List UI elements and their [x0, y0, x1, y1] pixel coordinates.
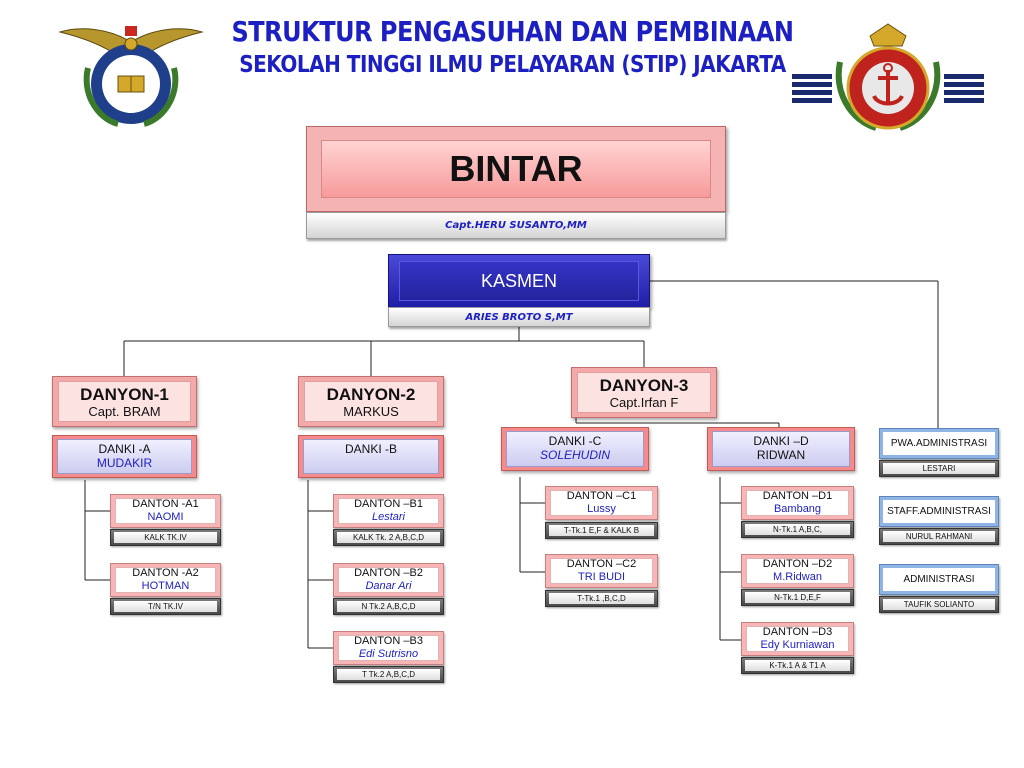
admin-box-3: ADMINISTRASI — [879, 564, 999, 595]
admin-name-3: TAUFIK SOLIANTO — [879, 596, 999, 613]
admin-title-1: PWA.ADMINISTRASI — [883, 432, 995, 455]
danton-c2-title: DANTON –C2 — [566, 558, 637, 570]
bintar-name: Capt.HERU SUSANTO,MM — [445, 220, 587, 231]
danki-a-title: DANKI -A — [98, 442, 151, 456]
danton-b3-title: DANTON –B3 — [354, 635, 423, 647]
danton-c1-tag: T-Tk.1 E,F & KALK B — [545, 522, 658, 539]
danton-b3-tag: T Tk.2 A,B,C,D — [333, 666, 444, 683]
admin-box-1: PWA.ADMINISTRASI — [879, 428, 999, 459]
danyon-1-name: Capt. BRAM — [88, 403, 161, 419]
danki-d-title: DANKI –D — [753, 434, 809, 448]
danyon-3-name: Capt.Irfan F — [609, 394, 679, 410]
danton-b1-name: Lestari — [371, 511, 406, 523]
danton-d1-title: DANTON –D1 — [762, 490, 833, 502]
title-line-2: SEKOLAH TINGGI ILMU PELAYARAN (STIP) JAK… — [239, 50, 786, 78]
danton-b2-tag: N Tk.2 A,B,C,D — [333, 598, 444, 615]
danki-b-box: DANKI -B — [298, 435, 444, 478]
danton-d1-tag: N-Tk.1 A,B,C, — [741, 521, 854, 538]
danton-c1-box: DANTON –C1 Lussy — [545, 486, 658, 520]
danton-a2-tag: T/N TK.IV — [110, 598, 221, 615]
admin-title-2: STAFF.ADMINISTRASI — [883, 500, 995, 523]
danton-b3-box: DANTON –B3 Edi Sutrisno — [333, 631, 444, 665]
danton-a2-box: DANTON -A2 HOTMAN — [110, 563, 221, 597]
danton-d1-box: DANTON –D1 Bambang — [741, 486, 854, 520]
danton-c2-name: TRI BUDI — [577, 571, 626, 583]
danton-b3-name: Edi Sutrisno — [358, 648, 419, 660]
danton-c1-title: DANTON –C1 — [566, 490, 637, 502]
admin-box-2: STAFF.ADMINISTRASI — [879, 496, 999, 527]
danton-d2-tag: N-Tk.1 D,E,F — [741, 589, 854, 606]
danki-d-box: DANKI –D RIDWAN — [707, 427, 855, 471]
danton-d3-title: DANTON –D3 — [762, 626, 833, 638]
danton-a2-title: DANTON -A2 — [132, 567, 199, 579]
danton-d2-name: M.Ridwan — [773, 571, 822, 583]
danton-a2-name: HOTMAN — [141, 580, 190, 592]
admin-title-3: ADMINISTRASI — [883, 568, 995, 591]
kasmen-name: ARIES BROTO S,MT — [465, 311, 573, 323]
bintar-name-bar: Capt.HERU SUSANTO,MM — [306, 212, 726, 239]
danton-b2-name: Danar Ari — [365, 580, 412, 592]
kasmen-name-bar: ARIES BROTO S,MT — [388, 307, 650, 327]
bppsdm-badge-logo — [58, 26, 204, 127]
bintar-box: BINTAR — [306, 126, 726, 212]
danton-a1-title: DANTON -A1 — [132, 498, 199, 510]
stip-anchor-badge-logo — [792, 23, 984, 131]
bintar-title: BINTAR — [321, 140, 711, 198]
danki-a-name: MUDAKIR — [96, 456, 153, 470]
title-line-1: STRUKTUR PENGASUHAN DAN PEMBINAAN — [231, 15, 794, 49]
danki-c-box: DANKI -C SOLEHUDIN — [501, 427, 649, 471]
danton-b2-title: DANTON –B2 — [354, 567, 423, 579]
danton-d3-tag: K-Tk.1 A & T1 A — [741, 657, 854, 674]
kasmen-box: KASMEN — [388, 254, 650, 308]
danton-b1-title: DANTON –B1 — [354, 498, 423, 510]
danton-b1-tag: KALK Tk. 2 A,B,C,D — [333, 529, 444, 546]
danyon-1-box: DANYON-1 Capt. BRAM — [52, 376, 197, 427]
danyon-1-title: DANYON-1 — [80, 384, 169, 404]
danton-d2-box: DANTON –D2 M.Ridwan — [741, 554, 854, 588]
danton-c1-name: Lussy — [587, 503, 616, 515]
danki-b-title: DANKI -B — [344, 442, 397, 456]
danton-c2-tag: T-Tk.1 ,B,C,D — [545, 590, 658, 607]
danyon-2-name: MARKUS — [343, 403, 399, 419]
danyon-3-box: DANYON-3 Capt.Irfan F — [571, 367, 717, 418]
danki-c-title: DANKI -C — [548, 434, 602, 448]
danyon-2-title: DANYON-2 — [326, 384, 416, 404]
kasmen-title: KASMEN — [399, 261, 639, 301]
danton-d2-title: DANTON –D2 — [762, 558, 833, 570]
danyon-2-box: DANYON-2 MARKUS — [298, 376, 444, 427]
danki-c-name: SOLEHUDIN — [539, 448, 610, 462]
danton-a1-name: NAOMI — [147, 511, 184, 523]
danki-a-box: DANKI -A MUDAKIR — [52, 435, 197, 478]
danton-d3-name: Edy Kurniawan — [760, 639, 835, 651]
danton-d1-name: Bambang — [773, 503, 822, 515]
admin-name-2: NURUL RAHMANI — [879, 528, 999, 545]
admin-name-1: LESTARI — [879, 460, 999, 477]
danton-b1-box: DANTON –B1 Lestari — [333, 494, 444, 528]
danton-b2-box: DANTON –B2 Danar Ari — [333, 563, 444, 597]
danton-c2-box: DANTON –C2 TRI BUDI — [545, 554, 658, 588]
danton-a1-box: DANTON -A1 NAOMI — [110, 494, 221, 528]
danton-a1-tag: KALK TK.IV — [110, 529, 221, 546]
danyon-3-title: DANYON-3 — [599, 375, 689, 395]
danki-d-name: RIDWAN — [756, 448, 806, 462]
danton-d3-box: DANTON –D3 Edy Kurniawan — [741, 622, 854, 656]
